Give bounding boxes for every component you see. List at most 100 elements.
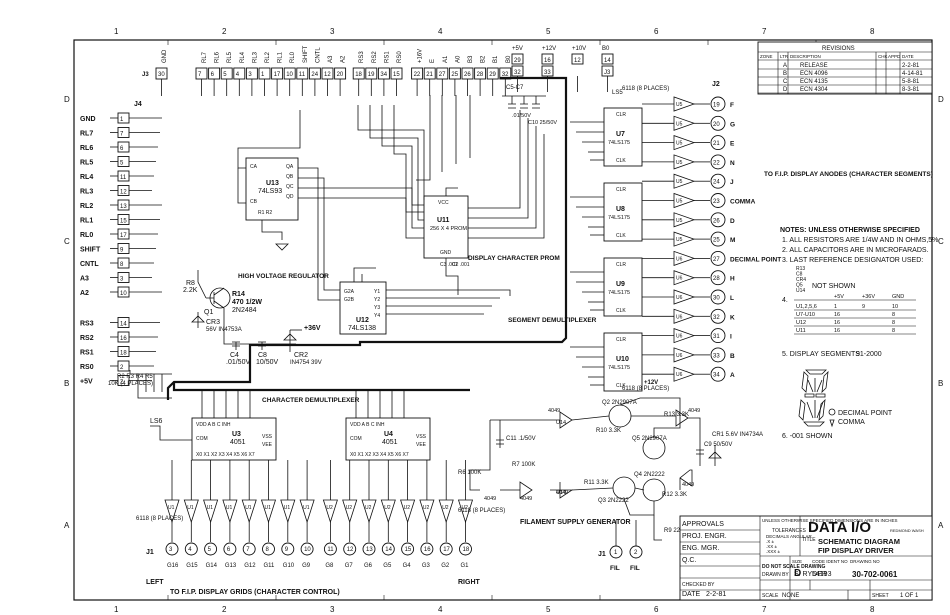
u12-type: 74LS138 (348, 325, 376, 332)
j1-pin-number: 15 (405, 547, 412, 553)
tolerance-line: .X ± (766, 539, 775, 544)
svg-text:4049: 4049 (682, 482, 694, 488)
j1-pin-circle (184, 542, 198, 556)
zone-bottom-7: 7 (762, 605, 767, 614)
power-pin-number: 12 (574, 58, 581, 64)
j1-pin-label: G8 (325, 563, 334, 569)
j1-pin-circle (242, 542, 256, 556)
u6-places: 6118 (8 PLACES) (622, 386, 669, 392)
hv-reg-label: HIGH VOLTAGE REGULATOR (238, 273, 329, 280)
svg-text:VDD A B C INH: VDD A B C INH (350, 422, 385, 428)
power-pin-number: 14 (604, 58, 611, 64)
svg-text:Y1: Y1 (374, 289, 380, 295)
latch-name: U8 (616, 206, 625, 213)
j1-pin-number: 4 (188, 547, 192, 553)
latch-clk: CLK (616, 158, 626, 164)
zone-bottom-2: 2 (222, 605, 227, 614)
title-block: APPROVALS PROJ. ENGR. ENG. MGR. Q.C. DAT… (679, 515, 933, 601)
segment-driver-name: U5 (676, 218, 683, 224)
latch-clk: CLK (616, 233, 626, 239)
j1-pin-label: G14 (206, 563, 218, 569)
svg-text:X0 X1 X2 X3 X4 X5 X6 X7: X0 X1 X2 X3 X4 X5 X6 X7 (196, 452, 255, 458)
j2-pin-circle (710, 289, 726, 305)
c10-label: C10 25/50V (528, 120, 557, 126)
j1-pin-label: G3 (422, 563, 431, 569)
zone-left-A: A (64, 521, 70, 530)
u3-mux: U3 4051 VDD A B C INH X0 X1 X2 X3 X4 X5 … (191, 417, 277, 461)
segment-bus (166, 120, 568, 400)
tolerance-lines: DECIMALS ANGULAR.X ±.XX ±.XXX ± (766, 534, 813, 554)
approvals-label: APPROVALS (682, 521, 724, 528)
j1-pin-circle (204, 542, 218, 556)
grid-driver-buffer (380, 499, 396, 524)
top-pin-number: 22 (414, 72, 421, 78)
c2-label: C2 .001 (452, 262, 470, 268)
grid-driver-buffer (361, 499, 377, 524)
revisions-frame (757, 41, 933, 95)
c8-label: C8 (258, 352, 267, 359)
zone-top-5: 5 (546, 27, 551, 36)
revision-letter: B (783, 71, 787, 77)
power-pin-label: +5V (512, 46, 523, 52)
top-pin-number: 6 (211, 72, 215, 78)
plus12-filament: +12V (644, 380, 658, 386)
j1-pin-number: 9 (285, 547, 289, 553)
grid-driver-buffer (322, 499, 338, 524)
tolerance-line: .XX ± (766, 544, 778, 549)
segment-driver-buffer (673, 250, 696, 266)
zone-top-7: 7 (762, 27, 767, 36)
latch-clk: CLK (616, 308, 626, 314)
drawn-by: S. RYDER (794, 571, 827, 578)
grid-driver-name: U1 (245, 505, 252, 511)
j1-pin-circle (323, 542, 337, 556)
j2-pin-label: K (730, 314, 735, 321)
top-pin-label: +16V (418, 49, 424, 63)
j1-pin-circle (223, 542, 237, 556)
table-cell: U7-U10 (796, 312, 815, 318)
j1-pin-label: G10 (283, 563, 295, 569)
fil-pin-number: 1 (614, 550, 618, 556)
svg-text:COM: COM (196, 436, 208, 442)
note-3-item: C8 (796, 272, 803, 278)
table-cell: 8 (892, 312, 895, 318)
table-cell: U11 (796, 328, 806, 334)
j2-pin-number: 34 (713, 373, 720, 379)
r11-label: R11 3.3K (584, 480, 609, 486)
top-pin-number: 26 (464, 72, 471, 78)
grid-driver-buffer (438, 499, 454, 524)
svg-text:R1 R2: R1 R2 (258, 210, 272, 216)
power-pin-box (511, 53, 524, 65)
zone-top-4: 4 (438, 27, 443, 36)
note-2: 2. ALL CAPACITORS ARE IN MICROFARADS. (782, 247, 929, 254)
j2-pin-number: 33 (713, 353, 720, 359)
j2-pin-label: J (730, 179, 734, 186)
latch-body (603, 257, 643, 317)
c9-label: C9 50/50V (704, 442, 732, 448)
grid-driver-buffer (299, 499, 315, 524)
c3-label: C3 .001 (440, 262, 458, 268)
title-label: TITLE (802, 537, 816, 543)
table-cell: 1 (834, 304, 837, 310)
revision-letter: D (783, 87, 788, 93)
j4-pin-number: 2 (120, 365, 124, 371)
j4-pin-number: 18 (120, 351, 127, 357)
j4-pin-number: 5 (120, 161, 124, 167)
svg-text:VEE: VEE (262, 442, 273, 448)
latch-name: U7 (616, 131, 625, 138)
top-pin-label: RL5 (227, 51, 233, 63)
top-pin-label: SHIFT (303, 45, 309, 63)
dwg-value: 30-702-0061 (852, 570, 898, 579)
grid-driver-name: U2 (404, 505, 411, 511)
svg-text:G2A: G2A (344, 289, 355, 295)
svg-text:Y3: Y3 (374, 305, 380, 311)
top-pin-label: A3 (328, 55, 334, 63)
